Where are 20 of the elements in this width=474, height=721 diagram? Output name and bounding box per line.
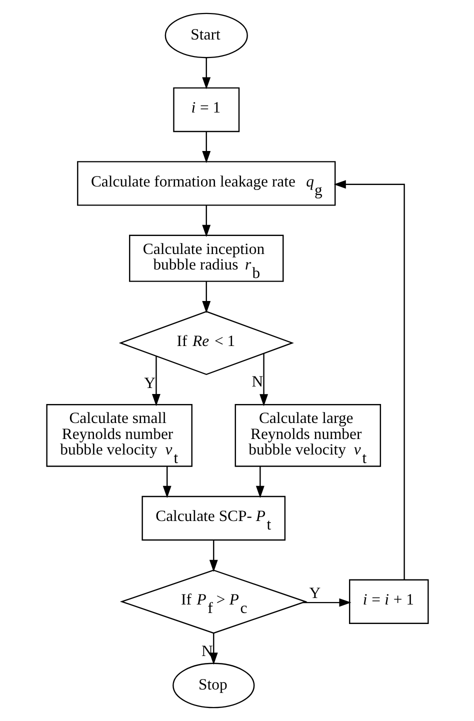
arrow bbox=[202, 282, 210, 314]
arrow bbox=[202, 58, 210, 90]
arrow bbox=[162, 466, 171, 498]
arrow bbox=[259, 354, 268, 406]
node-ellipse: Start bbox=[164, 12, 248, 58]
arrow bbox=[208, 540, 218, 572]
edge-label: N bbox=[251, 374, 263, 391]
arrow bbox=[302, 598, 351, 607]
node-ellipse: Stop bbox=[172, 662, 254, 708]
edge-label: Y bbox=[144, 374, 155, 392]
arrow bbox=[208, 633, 218, 665]
arrow bbox=[333, 180, 404, 580]
arrow bbox=[151, 356, 160, 406]
node-box: i = 1 bbox=[172, 87, 240, 132]
edge-label: Y bbox=[308, 585, 320, 602]
arrow bbox=[202, 206, 210, 237]
node-box: i = i + 1 bbox=[348, 579, 428, 624]
arrow bbox=[255, 466, 264, 498]
node-diamond: If Re < 1 bbox=[118, 310, 294, 376]
arrow bbox=[202, 132, 210, 164]
